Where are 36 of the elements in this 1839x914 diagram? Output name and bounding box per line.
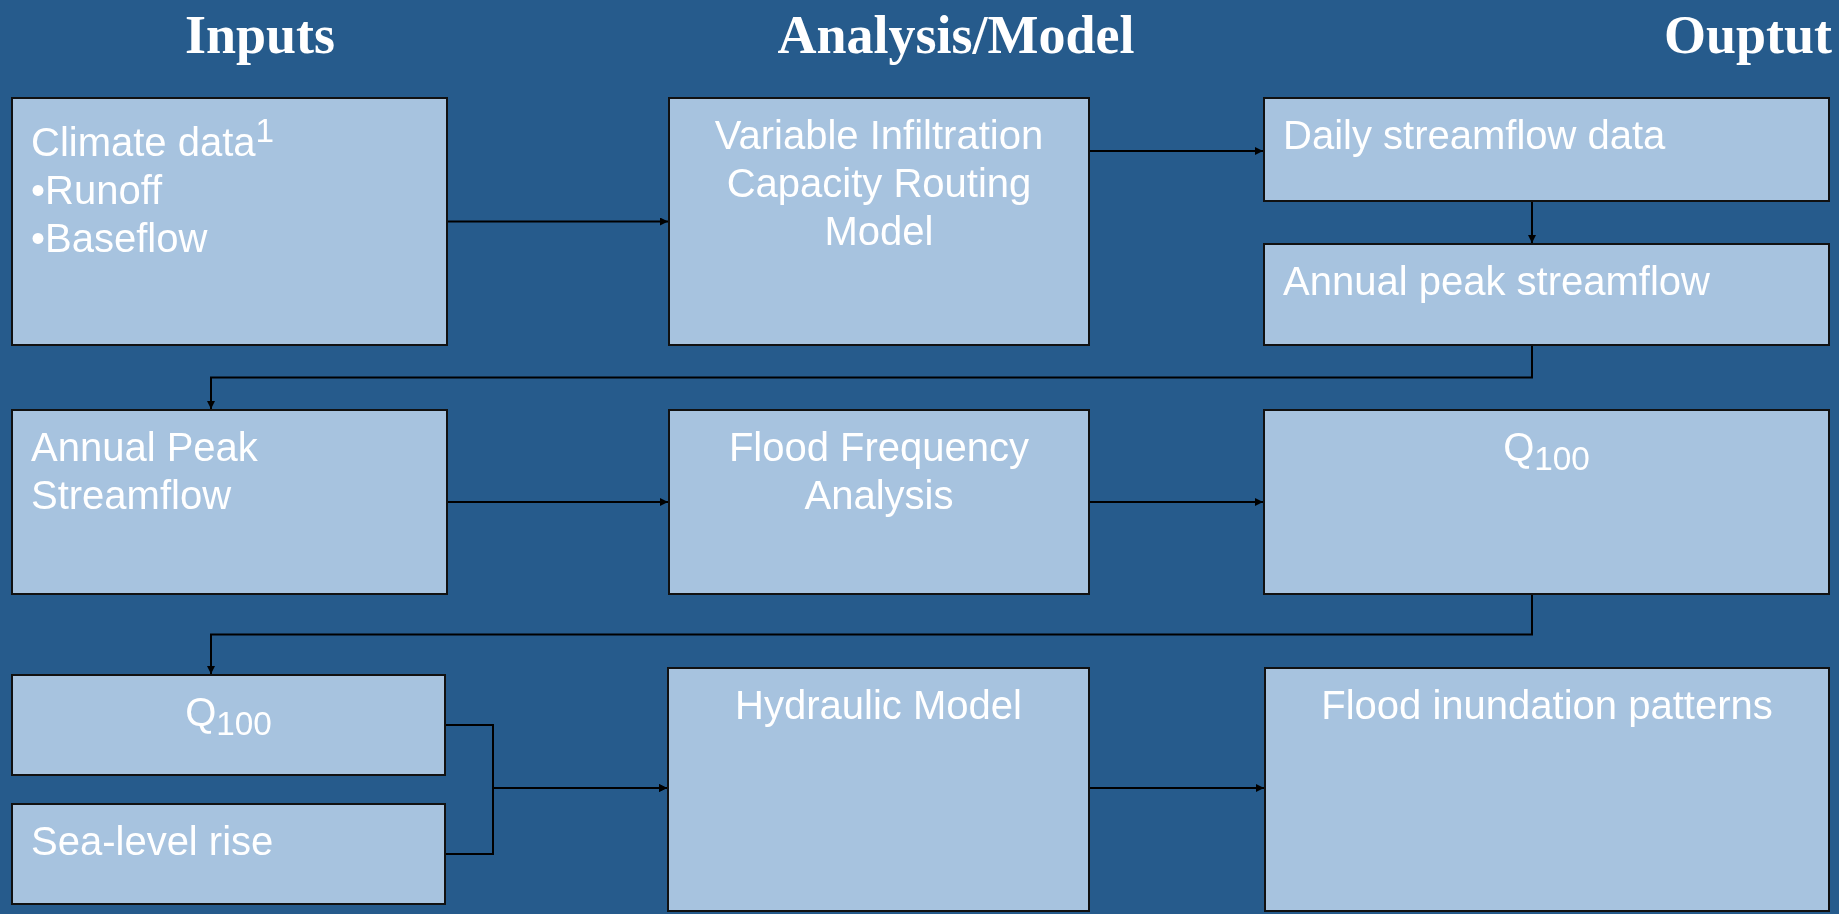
arrow — [445, 784, 668, 855]
output-box — [1263, 243, 1830, 346]
input-box — [11, 803, 446, 905]
arrow — [1089, 784, 1265, 792]
input-box — [11, 97, 448, 346]
arrow — [447, 217, 669, 226]
column-heading: Inputs — [185, 4, 336, 66]
node-text: Q$_{100}$ — [1503, 424, 1590, 479]
arrow — [1089, 498, 1264, 506]
node-text: Climate data$^{1}$ — [31, 111, 275, 167]
node-text: Flood inundation patterns — [1321, 682, 1773, 729]
node-text: Daily streamflow data — [1283, 112, 1666, 159]
output-box — [1263, 97, 1830, 202]
node-text: Annual Peak Streamflow — [31, 424, 259, 519]
model-box — [667, 667, 1090, 912]
output-box — [1264, 667, 1830, 912]
input-box — [11, 409, 448, 595]
node-text: Hydraulic Model — [735, 682, 1022, 729]
node-text: Annual peak streamflow — [1283, 258, 1710, 305]
node-text: Flood Frequency Analysis — [727, 424, 1031, 519]
column-heading: Analysis/Model — [777, 4, 1135, 66]
arrow — [207, 345, 1533, 410]
analysis-box — [668, 409, 1090, 595]
arrow — [447, 498, 669, 506]
arrow — [1528, 201, 1536, 244]
arrow — [207, 594, 1533, 675]
node-text: Variable Infiltration Capacity Routing Model — [713, 112, 1045, 255]
input-box — [11, 674, 446, 776]
model-box — [668, 97, 1090, 346]
node-text: Sea-level rise — [31, 818, 274, 865]
node-text: •Runoff — [31, 167, 163, 215]
arrow — [1089, 147, 1264, 155]
output-box — [1263, 409, 1830, 595]
node-text: Q$_{100}$ — [185, 689, 272, 744]
node-text: •Baseflow — [31, 215, 208, 263]
column-heading: Ouptut — [1664, 4, 1833, 66]
